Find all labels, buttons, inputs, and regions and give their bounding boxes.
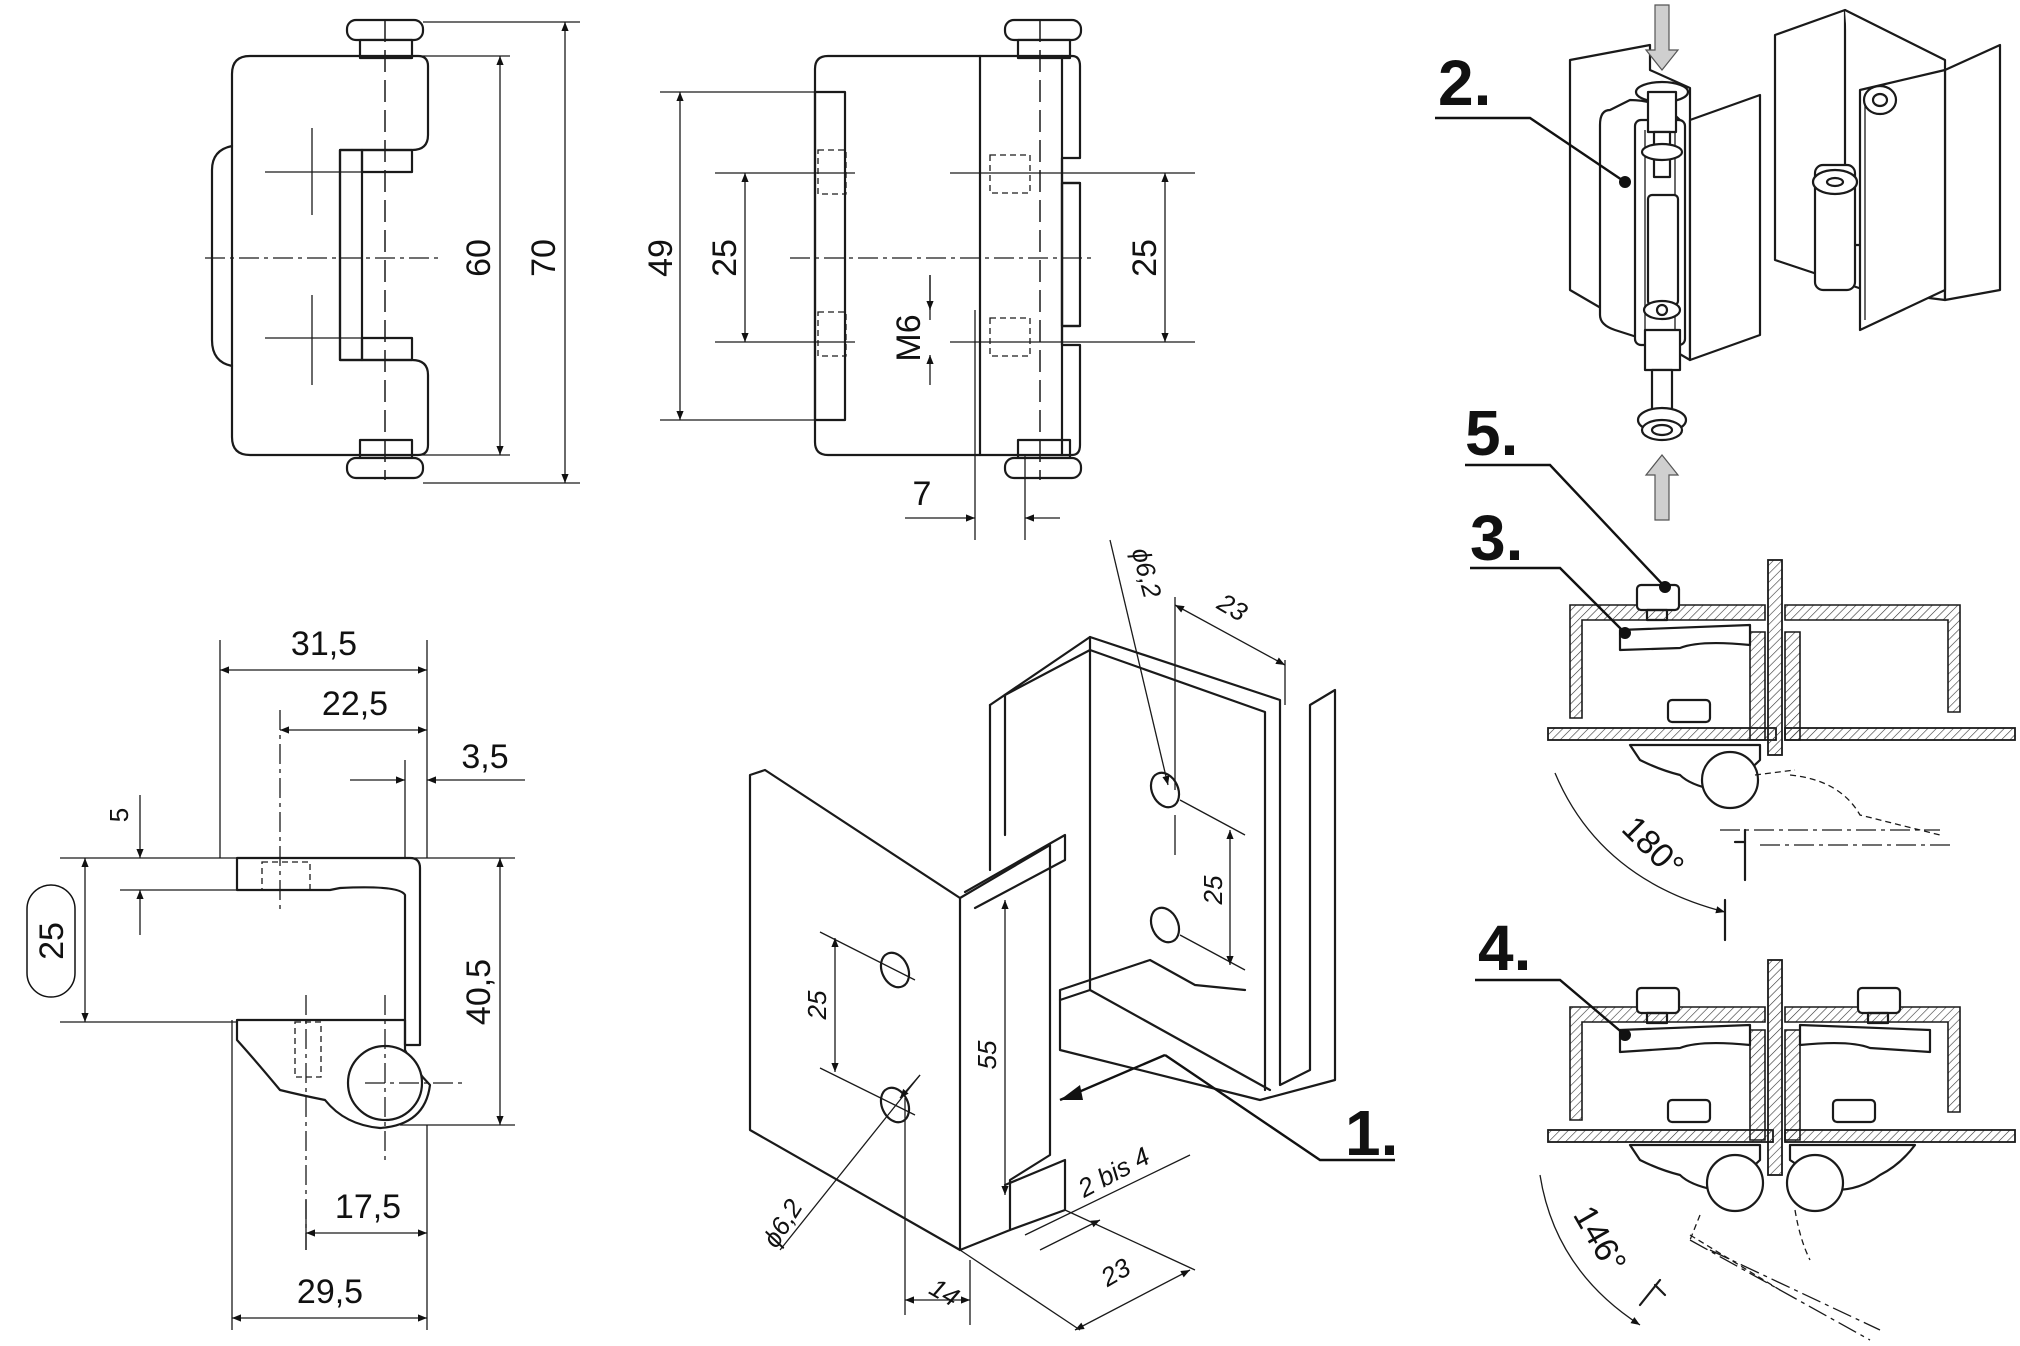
dim-7: 7 [913, 475, 932, 513]
cutout-isometric: ϕ6,2 23 25 25 55 ϕ6,2 2 bis 4 23 14 [748, 539, 1395, 1331]
dim-55: 55 [972, 1040, 1002, 1069]
top-view: 31,5 22,5 3,5 5 25 40,5 17,5 29,5 [26, 625, 525, 1330]
dim-23-bottom: 23 [1095, 1252, 1136, 1293]
dim-60: 60 [460, 239, 498, 277]
dim-22-5: 22,5 [322, 685, 388, 723]
dim-23-top: 23 [1212, 586, 1253, 627]
dim-25-left: 25 [706, 239, 744, 277]
dim-m6: M6 [890, 314, 928, 361]
dim-5: 5 [104, 808, 134, 822]
dim-31-5: 31,5 [291, 625, 357, 663]
front-view: 60 70 [205, 18, 580, 484]
dim-40-5: 40,5 [460, 959, 498, 1025]
dim-14: 14 [924, 1272, 964, 1312]
callout-2: 2. [1438, 47, 1491, 119]
dim-2-bis-4: 2 bis 4 [1072, 1141, 1155, 1204]
callout-5: 5. [1465, 397, 1518, 469]
dim-25-cutout-left: 25 [802, 990, 832, 1020]
dim-49: 49 [642, 239, 680, 277]
dim-17-5: 17,5 [335, 1188, 401, 1226]
callout-1: 1. [1345, 1097, 1398, 1169]
boxed-dim-frame [26, 884, 76, 998]
side-view: 49 25 25 M6 7 [642, 18, 1195, 540]
dim-70: 70 [525, 239, 563, 277]
dim-29-5: 29,5 [297, 1273, 363, 1311]
dim-25-cutout-right: 25 [1198, 875, 1228, 905]
section-180: 180° [1465, 463, 2016, 942]
dim-phi-6-2-top: ϕ6,2 [1126, 544, 1168, 601]
dim-25-boxed: 25 [33, 922, 71, 960]
angle-146: 146° [1565, 1200, 1633, 1280]
angle-180: 180° [1614, 809, 1691, 886]
dim-3-5: 3,5 [461, 738, 508, 776]
section-146: 146° [1475, 959, 2016, 1341]
callout-3: 3. [1470, 502, 1523, 574]
dim-25-right: 25 [1126, 239, 1164, 277]
callout-4: 4. [1478, 912, 1531, 984]
perspective-assembly [1435, 4, 2002, 521]
